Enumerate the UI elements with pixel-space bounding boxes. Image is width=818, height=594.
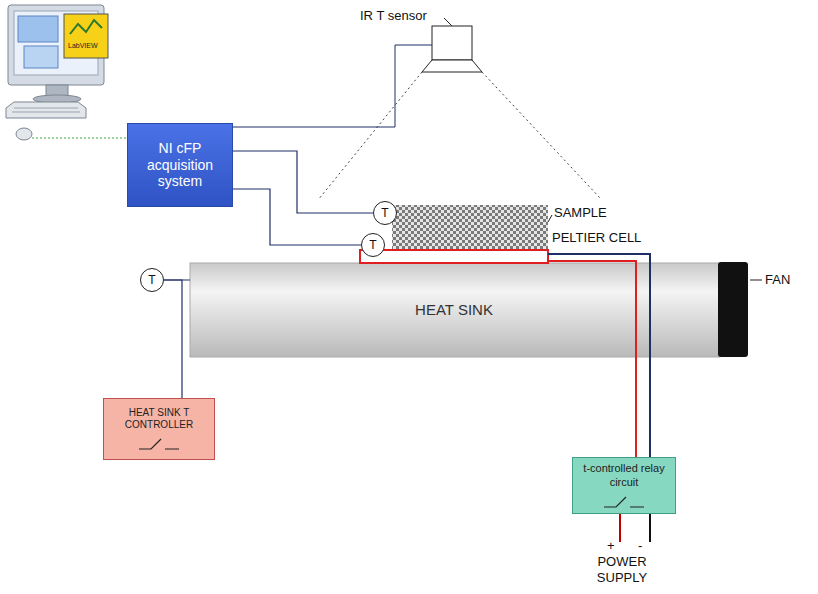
temperature-probe: T (361, 233, 385, 257)
part-label: FAN (765, 272, 790, 288)
power-wire (619, 514, 621, 542)
heat-sink: HEAT SINK (190, 263, 718, 357)
computer-icon (6, 5, 128, 140)
power-wire (649, 514, 651, 542)
part-label: IR T sensor (360, 8, 427, 24)
fan-symbol (718, 262, 748, 357)
node-text: T (369, 238, 376, 252)
terminal-sign: + (607, 538, 615, 554)
temperature-probe: T (140, 268, 164, 292)
signal-wire (233, 189, 361, 245)
peltier-wire (548, 254, 650, 457)
peltier-wire (548, 261, 636, 457)
part-label: SAMPLE (554, 205, 607, 221)
controller-box: HEAT SINK T CONTROLLER (103, 398, 215, 460)
part-label: PELTIER CELL (552, 230, 641, 246)
logo-text: LabVIEW (68, 42, 98, 50)
node-text: NI cFP acquisition system (134, 140, 226, 190)
acquisition-box: NI cFP acquisition system (127, 123, 233, 207)
node-text: T (148, 273, 155, 287)
sample (392, 205, 548, 249)
switch-symbol (137, 437, 181, 451)
temperature-probe: T (373, 201, 397, 225)
signal-wire (233, 151, 373, 213)
node-text: T (381, 206, 388, 220)
node-text: t-controlled relay circuit (579, 462, 669, 488)
signal-wire (164, 280, 182, 398)
switch-symbol (602, 495, 646, 509)
ir-sensor (233, 18, 600, 200)
relay-box: t-controlled relay circuit (572, 457, 676, 514)
part-label: POWER SUPPLY (582, 554, 662, 585)
leader-line (548, 215, 552, 222)
peltier-cell (360, 250, 548, 263)
node-text: HEAT SINK T CONTROLLER (110, 407, 208, 431)
node-text: HEAT SINK (415, 301, 493, 319)
leader-line (750, 280, 762, 281)
terminal-sign: - (638, 538, 642, 554)
heat-sink-body (190, 263, 720, 357)
